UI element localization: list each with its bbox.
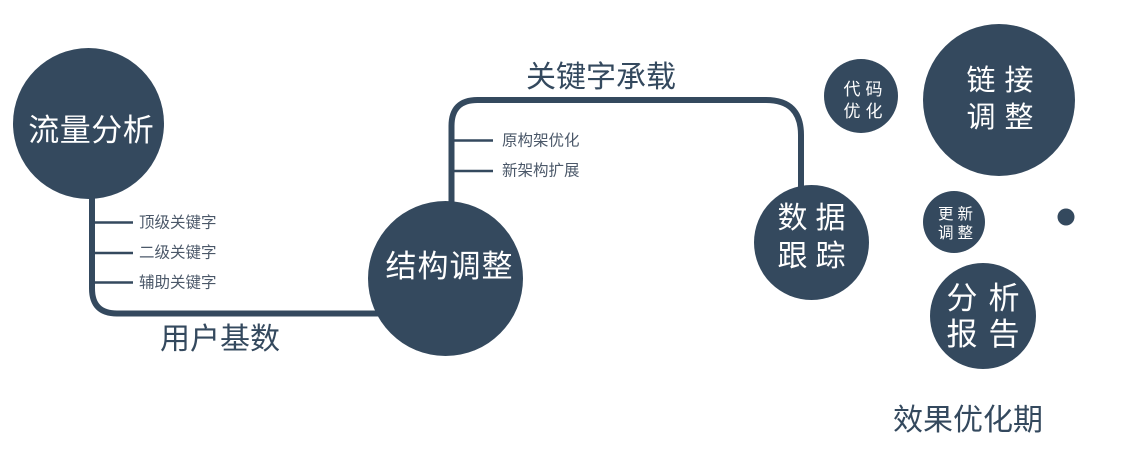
node-label: 数据 [777,201,854,235]
node-label: 优化 [843,101,888,121]
node-data-tracking: 数据 跟踪 [754,184,869,300]
node-label: 结构调整 [385,249,514,284]
bullet-dot [1057,208,1075,226]
branch-label-new-architecture: 新架构扩展 [502,162,580,180]
node-update-adjust: 更新 调整 [923,190,985,253]
path-user-base [89,150,445,317]
node-code-optimization: 代码 优化 [824,59,898,133]
node-label: 代码 [843,80,888,99]
node-structure-adjust: 结构调整 [367,201,523,356]
node-label: 调整 [966,101,1043,134]
branch-label-secondary-keywords: 二级关键字 [139,244,217,262]
node-label: 报告 [946,317,1031,352]
node-label: 更新 [937,205,977,223]
branch-label-top-keywords: 顶级关键字 [139,213,217,231]
node-analysis-report: 分析 报告 [930,263,1036,369]
node-link-adjust: 链接 调整 [923,23,1075,176]
node-label: 跟踪 [777,240,854,273]
stage-label-effect-period: 效果优化期 [893,404,1043,437]
node-label: 流量分析 [28,112,155,148]
branch-label-original-architecture: 原构架优化 [502,131,580,149]
node-traffic-analysis: 流量分析 [12,47,164,199]
node-label: 分析 [946,281,1031,316]
node-label: 调整 [937,224,977,242]
stage-label-keyword-load: 关键字承载 [526,61,676,94]
node-label: 链接 [966,65,1043,97]
stage-label-user-base: 用户基数 [160,323,280,356]
path-keyword-load [448,97,804,250]
branch-label-auxiliary-keywords: 辅助关键字 [139,273,217,291]
